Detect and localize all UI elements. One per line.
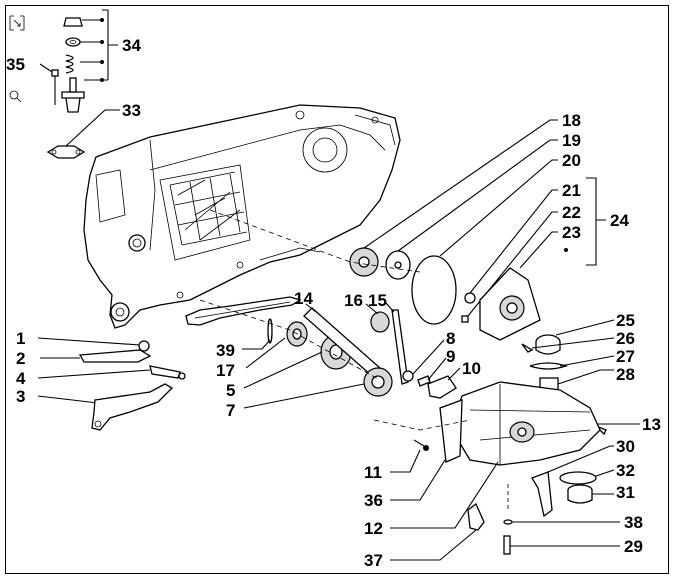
crankcase-housing [83, 104, 401, 329]
parts-29-37-38 [390, 484, 620, 561]
callout-4: 4 [16, 369, 26, 388]
callout-10: 10 [462, 359, 481, 378]
oil-pump-housing [390, 381, 601, 529]
callout-20: 20 [562, 151, 581, 170]
callout-15: 15 [368, 291, 387, 310]
tensioner-parts [402, 339, 461, 399]
callout-31: 31 [616, 483, 635, 502]
part-33-gasket [46, 109, 120, 159]
callout-28: 28 [616, 365, 635, 384]
callout-18: 18 [562, 111, 581, 130]
parts-30-32 [531, 445, 615, 518]
callout-3: 3 [16, 387, 25, 406]
callout-13: 13 [642, 415, 661, 434]
part-34-assembly [61, 9, 118, 113]
callout-35: 35 [6, 55, 25, 74]
callout-22: 22 [562, 203, 581, 222]
magnifier-zoom-icon[interactable] [9, 90, 22, 103]
callout-labels: 34 35 33 18 19 20 21 22 23 24 14 16 15 2… [6, 36, 661, 570]
callout-33: 33 [122, 101, 141, 120]
callout-11: 11 [364, 463, 382, 482]
callout-5: 5 [226, 381, 235, 400]
callout-27: 27 [616, 347, 635, 366]
callout-1: 1 [16, 329, 25, 348]
callout-36: 36 [364, 491, 383, 510]
callout-14: 14 [294, 289, 313, 308]
callout-19: 19 [562, 131, 581, 150]
callout-17: 17 [216, 361, 235, 380]
callout-37: 37 [364, 551, 383, 570]
part-35-bolt [39, 63, 59, 105]
callout-9: 9 [446, 347, 455, 366]
callout-21: 21 [562, 181, 581, 200]
callout-24: 24 [610, 211, 629, 230]
callout-12: 12 [364, 519, 383, 538]
callout-29: 29 [624, 537, 643, 556]
callout-34: 34 [122, 36, 141, 55]
callout-38: 38 [624, 513, 643, 532]
callout-23: 23 [562, 223, 581, 242]
callout-16: 16 [344, 291, 363, 310]
callout-2: 2 [16, 349, 25, 368]
pump-cover-parts [461, 177, 606, 341]
part-11-pin [373, 419, 471, 473]
callout-39: 39 [216, 341, 235, 360]
callout-8: 8 [446, 329, 455, 348]
callout-25: 25 [616, 311, 635, 330]
expand-brackets-icon[interactable] [8, 14, 28, 32]
callout-32: 32 [616, 461, 635, 480]
parts-1-4-levers [37, 337, 186, 431]
callout-26: 26 [616, 329, 635, 348]
callout-7: 7 [226, 401, 235, 420]
timing-chain-parts [185, 119, 558, 409]
callout-30: 30 [616, 437, 635, 456]
